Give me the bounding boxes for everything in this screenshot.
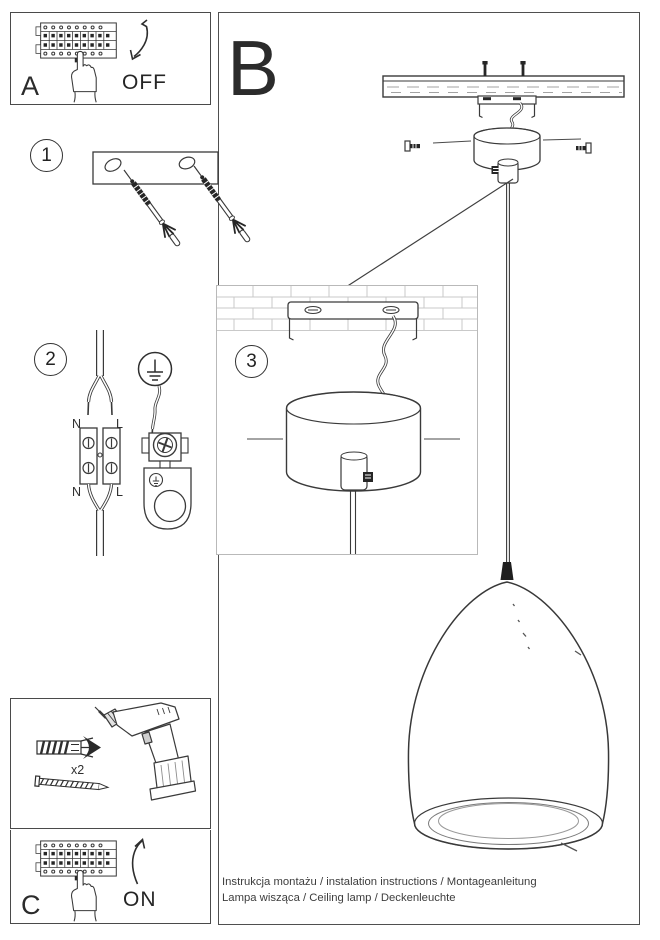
- keyhole-slot: [104, 158, 122, 172]
- ceiling-beam-icon: [382, 75, 625, 98]
- step3-number: 3: [235, 345, 268, 378]
- pointer-lines: [432, 138, 582, 144]
- step1-number: 1: [30, 139, 63, 172]
- panel-c-box: C ON: [10, 829, 211, 924]
- drill-illustration: x2: [34, 702, 197, 801]
- cord-grip: [500, 562, 514, 580]
- panel-a-letter: A: [21, 71, 40, 101]
- footer-line-1: Instrukcja montażu / instalation instruc…: [222, 876, 537, 888]
- terminal-block-icon: [79, 330, 121, 556]
- panel-a-box: A OFF: [10, 12, 211, 105]
- canopy-screw-icon: [404, 140, 592, 154]
- mounting-bracket-icon: [477, 95, 537, 119]
- panel-a-illustration: [34, 19, 149, 103]
- anchor-quantity-label: x2: [71, 763, 84, 777]
- terminal-label-l-top: L: [116, 417, 123, 431]
- wood-screw-icon: [34, 775, 110, 791]
- mounting-bracket-icon: [287, 301, 419, 341]
- terminal-label-l-bottom: L: [116, 485, 123, 499]
- on-label: ON: [123, 887, 157, 911]
- step3-detail-box: [216, 285, 478, 555]
- keyhole-slot: [178, 156, 196, 170]
- canopy-icon: [285, 391, 422, 492]
- earth-icon: [137, 351, 173, 387]
- step1-illustration: [92, 151, 255, 250]
- panel-c-letter: C: [21, 889, 41, 920]
- ceiling-and-lamp-illustration: [345, 61, 625, 852]
- step2-number: 2: [34, 343, 67, 376]
- step2-illustration: N L N L: [72, 330, 192, 556]
- drill-icon: [94, 702, 197, 801]
- mounting-bracket-icon: [92, 151, 219, 185]
- step3-illustration: [217, 286, 477, 554]
- footer-line-2: Lampa wisząca / Ceiling lamp / Deckenleu…: [222, 892, 456, 904]
- off-label: OFF: [122, 71, 167, 94]
- terminal-label-n-bottom: N: [72, 485, 81, 499]
- terminal-label-n-top: N: [72, 417, 81, 431]
- strain-relief-icon: [491, 158, 519, 184]
- panel-b-letter: B: [227, 24, 280, 112]
- earth-clamp-icon: [141, 385, 192, 530]
- wood-screw-icon: [482, 61, 526, 76]
- pendant-cable: [506, 183, 510, 562]
- canopy-icon: [473, 127, 541, 171]
- drill-box: x2: [10, 698, 211, 829]
- footer-text: Instrukcja montażu / instalation instruc…: [222, 874, 634, 906]
- panel-c-illustration: [34, 838, 146, 922]
- wall-plug-icon: [36, 736, 101, 759]
- pendant-cable: [349, 490, 357, 554]
- strain-relief-icon: [340, 451, 373, 491]
- pendant-shade-icon: [407, 581, 610, 852]
- detail-pointer-line: [345, 178, 514, 288]
